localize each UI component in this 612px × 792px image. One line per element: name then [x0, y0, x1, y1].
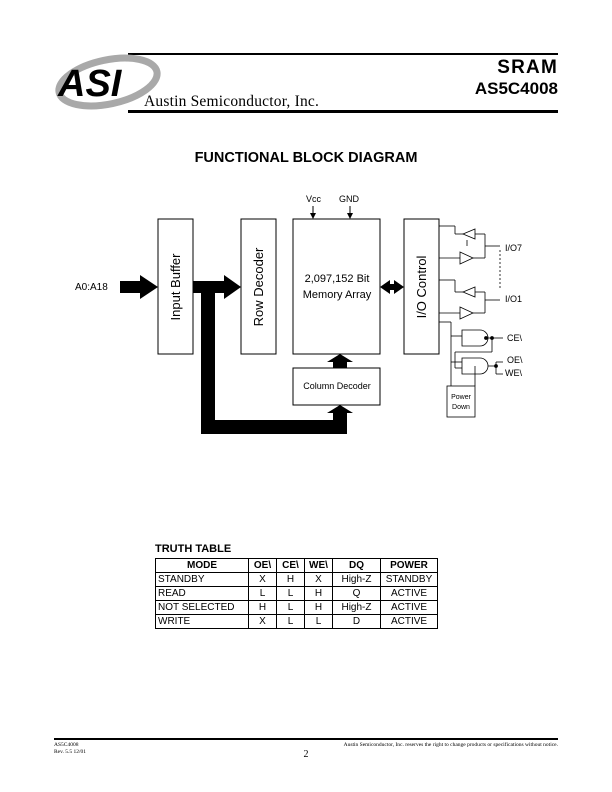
ce-label: CE\ — [507, 333, 523, 343]
header-we: WE\ — [304, 558, 333, 573]
vcc-arrow — [310, 213, 316, 219]
row-decoder-label: Row Decoder — [251, 247, 266, 326]
cell-ce: L — [276, 586, 305, 601]
page-title: FUNCTIONAL BLOCK DIAGRAM — [194, 150, 418, 166]
ce-and-gate — [461, 329, 489, 347]
power-down-block — [446, 385, 476, 418]
cell-dq: D — [332, 614, 381, 629]
address-arrow — [120, 275, 158, 299]
buffer-to-row-arrow — [193, 275, 241, 299]
cell-mode: STANDBY — [155, 572, 249, 587]
cell-power: ACTIVE — [380, 614, 438, 629]
io7-out-buffer — [461, 228, 476, 240]
header-dq: DQ — [332, 558, 381, 573]
cell-ce: L — [276, 600, 305, 615]
part-number: AS5C4008 — [474, 79, 558, 98]
logo-text: ASI — [57, 63, 123, 105]
cell-we: H — [304, 586, 333, 601]
asi-logo: ASI — [55, 54, 161, 110]
footer-rule — [54, 738, 558, 740]
header-power: POWER — [380, 558, 438, 573]
truth-table: MODE OE\ CE\ WE\ DQ POWER STANDBY X H X … — [155, 558, 438, 629]
power-down-line1: Power — [451, 394, 472, 401]
header-oe: OE\ — [248, 558, 277, 573]
control-logic — [439, 321, 503, 386]
cell-we: X — [304, 572, 333, 587]
cell-mode: WRITE — [155, 614, 249, 629]
table-row: NOT SELECTED H L H High-Z ACTIVE — [155, 600, 438, 615]
vcc-label: Vcc — [306, 194, 322, 204]
footer-doc-number: AS5C4008 — [54, 742, 79, 748]
row-decoder-block — [240, 218, 277, 355]
buffer-to-column-path — [201, 293, 353, 434]
cell-oe: X — [248, 572, 277, 587]
cell-oe: X — [248, 614, 277, 629]
io-control-block — [403, 218, 440, 355]
header-bottom-rule — [128, 110, 558, 113]
cell-ce: H — [276, 572, 305, 587]
column-decoder-block — [292, 367, 381, 406]
footer-revision: Rev. 5.5 12/01 — [54, 749, 87, 755]
io7-label: I/O7 — [505, 243, 522, 253]
cell-power: STANDBY — [380, 572, 438, 587]
input-buffer-label: Input Buffer — [168, 253, 183, 321]
page-number: 2 — [303, 749, 309, 760]
cell-dq: Q — [332, 586, 381, 601]
memory-array-line2: Memory Array — [303, 289, 372, 301]
oe-label: OE\ — [507, 355, 523, 365]
gnd-label: GND — [339, 194, 360, 204]
cell-power: ACTIVE — [380, 586, 438, 601]
header-ce: CE\ — [276, 558, 305, 573]
io1-in-buffer — [459, 306, 474, 320]
column-decoder-label: Column Decoder — [303, 381, 371, 391]
address-label: A0:A18 — [75, 282, 108, 293]
header-top-rule — [128, 53, 558, 55]
cell-ce: L — [276, 614, 305, 629]
io1-label: I/O1 — [505, 294, 522, 304]
footer-notice: Austin Semiconductor, Inc. reserves the … — [343, 742, 558, 748]
memory-array-line1: 2,097,152 Bit — [305, 273, 370, 285]
cell-mode: NOT SELECTED — [155, 600, 249, 615]
cell-mode: READ — [155, 586, 249, 601]
product-type: SRAM — [497, 57, 558, 78]
footer-doc-info: AS5C4008 Rev. 5.5 12/01 — [54, 742, 86, 756]
cell-we: H — [304, 600, 333, 615]
io-buffers — [439, 225, 501, 320]
cell-dq: High-Z — [332, 572, 381, 587]
gnd-arrow — [347, 213, 353, 219]
io1-out-buffer — [461, 286, 476, 298]
memory-array-block — [292, 218, 381, 355]
array-io-arrow — [380, 280, 404, 294]
cell-power: ACTIVE — [380, 600, 438, 615]
io7-in-buffer — [459, 251, 474, 265]
truth-table-header-row: MODE OE\ CE\ WE\ DQ POWER — [155, 558, 438, 573]
column-to-array-arrow — [327, 354, 353, 368]
we-label: WE\ — [505, 368, 522, 378]
input-buffer-block — [157, 218, 194, 355]
cell-oe: H — [248, 600, 277, 615]
table-row: READ L L H Q ACTIVE — [155, 586, 438, 601]
cell-oe: L — [248, 586, 277, 601]
io-control-label: I/O Control — [414, 255, 429, 318]
table-row: WRITE X L L D ACTIVE — [155, 614, 438, 629]
header-mode: MODE — [155, 558, 249, 573]
power-down-line2: Down — [452, 404, 470, 411]
cell-we: L — [304, 614, 333, 629]
company-name: Austin Semiconductor, Inc. — [144, 93, 320, 110]
truth-table-title: TRUTH TABLE — [155, 543, 232, 555]
cell-dq: High-Z — [332, 600, 381, 615]
table-row: STANDBY X H X High-Z STANDBY — [155, 572, 438, 587]
